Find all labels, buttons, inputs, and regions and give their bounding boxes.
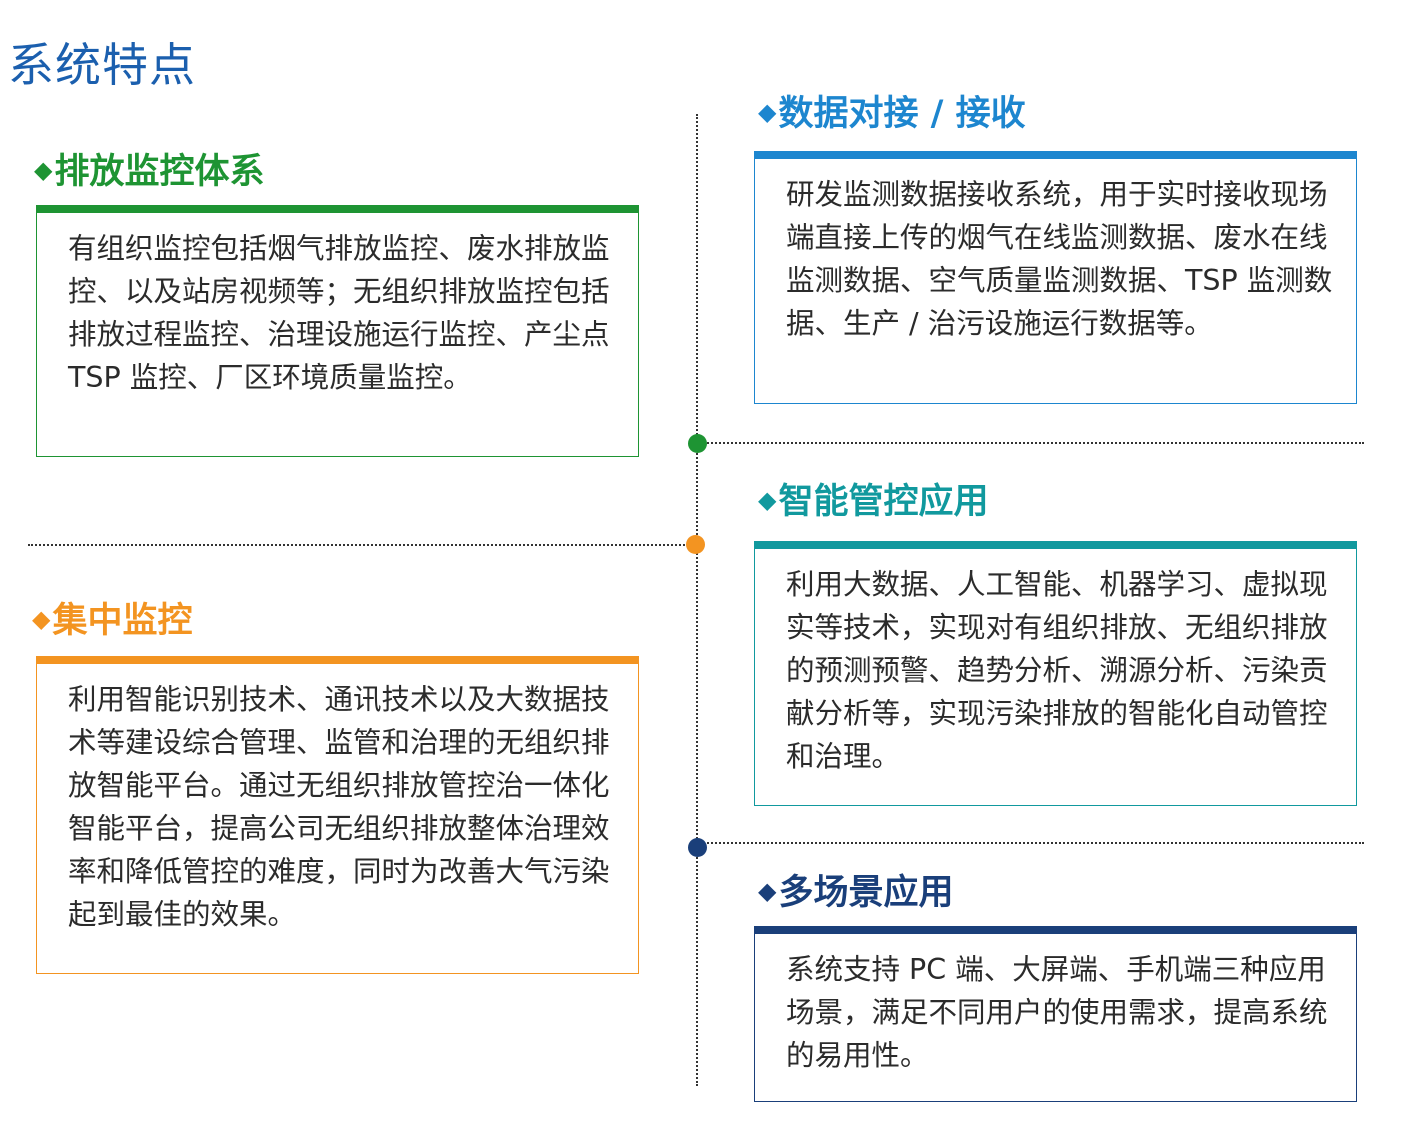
section-title-emission: ◆排放监控体系 bbox=[34, 146, 264, 196]
diamond-icon: ◆ bbox=[758, 98, 777, 126]
diamond-icon: ◆ bbox=[758, 486, 777, 514]
timeline-branch-top bbox=[700, 442, 1364, 444]
diamond-icon: ◆ bbox=[34, 156, 53, 184]
card-centralized: 利用智能识别技术、通讯技术以及大数据技术等建设综合管理、监管和治理的无组织排放智… bbox=[36, 656, 639, 974]
card-emission: 有组织监控包括烟气排放监控、废水排放监控、以及站房视频等；无组织排放监控包括排放… bbox=[36, 205, 639, 457]
diamond-icon: ◆ bbox=[758, 877, 777, 905]
card-text: 利用智能识别技术、通讯技术以及大数据技术等建设综合管理、监管和治理的无组织排放智… bbox=[68, 683, 610, 931]
timeline-branch-middle bbox=[28, 544, 696, 546]
timeline-dot-orange bbox=[686, 535, 705, 554]
timeline-vertical-line bbox=[696, 114, 698, 1086]
card-text: 有组织监控包括烟气排放监控、废水排放监控、以及站房视频等；无组织排放监控包括排放… bbox=[68, 232, 610, 394]
card-multi-scene: 系统支持 PC 端、大屏端、手机端三种应用场景，满足不同用户的使用需求，提高系统… bbox=[754, 926, 1357, 1102]
timeline-dot-navy bbox=[688, 838, 707, 857]
timeline-dot-green bbox=[688, 434, 707, 453]
page-title: 系统特点 bbox=[8, 38, 196, 92]
card-text: 系统支持 PC 端、大屏端、手机端三种应用场景，满足不同用户的使用需求，提高系统… bbox=[786, 953, 1328, 1072]
card-text: 研发监测数据接收系统，用于实时接收现场端直接上传的烟气在线监测数据、废水在线监测… bbox=[786, 178, 1333, 340]
card-data-interface: 研发监测数据接收系统，用于实时接收现场端直接上传的烟气在线监测数据、废水在线监测… bbox=[754, 151, 1357, 404]
diamond-icon: ◆ bbox=[32, 605, 51, 633]
card-text: 利用大数据、人工智能、机器学习、虚拟现实等技术，实现对有组织排放、无组织排放的预… bbox=[786, 568, 1328, 773]
section-title-data-interface: ◆数据对接 / 接收 bbox=[758, 88, 1026, 138]
section-title-smart-control: ◆智能管控应用 bbox=[758, 476, 988, 526]
card-smart-control: 利用大数据、人工智能、机器学习、虚拟现实等技术，实现对有组织排放、无组织排放的预… bbox=[754, 541, 1357, 806]
section-title-centralized: ◆集中监控 bbox=[32, 595, 192, 645]
timeline-branch-bottom bbox=[700, 842, 1364, 844]
section-title-multi-scene: ◆多场景应用 bbox=[758, 867, 953, 917]
